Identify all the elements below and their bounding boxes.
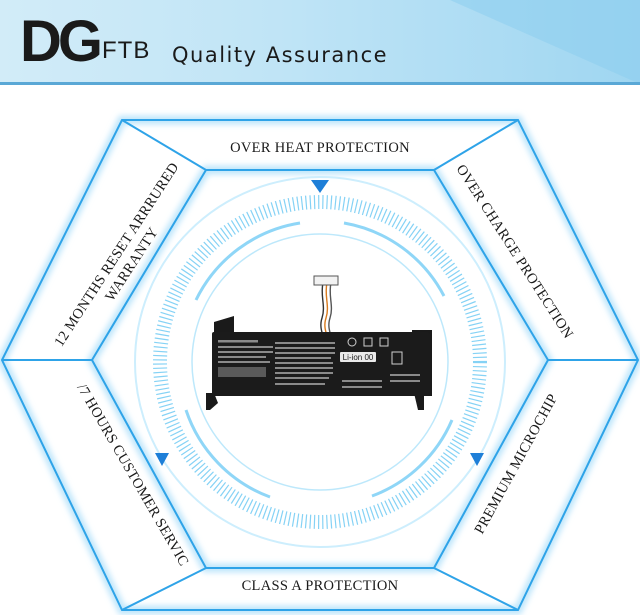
label-warranty: 12 MONTHS RESET ARRRURED WARRANTY [51,160,182,350]
arrow-down-icon [311,180,329,193]
battery-image: Li-ion 00 [206,275,432,410]
bin-icon [391,351,403,365]
label-class-a-protection: CLASS A PROTECTION [242,578,399,594]
dial-arc-upper-right [343,221,446,297]
dial [134,176,506,548]
banner-decoration [450,0,640,84]
label-over-charge-protection: OVER CHARGE PROTECTION [453,162,577,342]
quality-hexagon-diagram: Li-ion 00 OVER HEAT PROTECTION CLASS A P… [0,85,640,615]
dial-arc-upper-left [194,221,301,301]
dial-tick-ring [153,195,487,529]
logo-text: FTB [102,37,151,64]
dial-outer-ring [134,176,506,548]
label-over-heat-protection: OVER HEAT PROTECTION [230,140,410,156]
recycle-icon [347,337,357,347]
header-banner: DG FTB Quality Assurance [0,0,640,84]
hexagon-connectors [2,119,638,611]
dial-inner-ring [191,233,449,491]
arrow-down-icon [470,453,484,466]
dial-arc-lower-right [371,419,454,498]
banner-divider [0,82,640,85]
battery-badge: Li-ion 00 [343,353,374,362]
tagline: Quality Assurance [172,43,389,67]
arrow-down-icon [155,453,169,466]
logo-mark: DG [20,9,103,74]
dial-arc-lower-left [184,409,271,499]
